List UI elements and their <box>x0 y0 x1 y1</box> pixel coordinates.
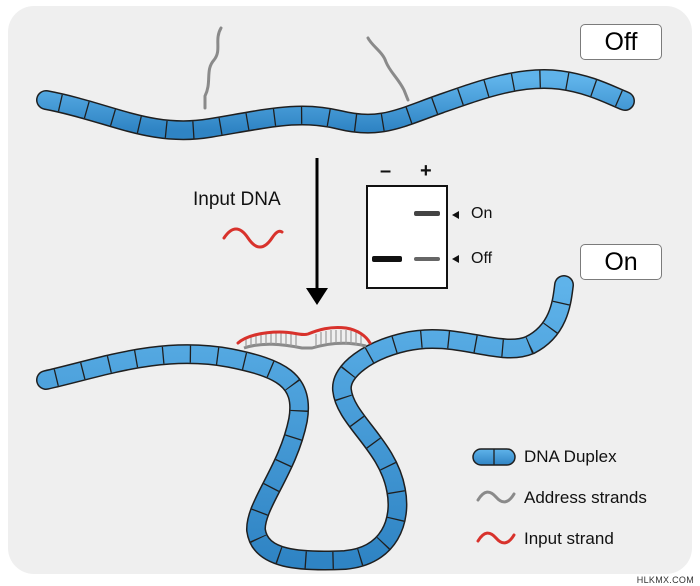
legend-label-address-strands: Address strands <box>524 488 647 507</box>
legend-label-input-strand: Input strand <box>524 529 614 548</box>
state-off-label: Off <box>580 24 662 60</box>
address-strand-icon <box>476 490 516 504</box>
hybrid-input-strand <box>236 326 372 345</box>
gel-lane-minus: – <box>380 160 392 182</box>
address-strand-left <box>203 26 223 110</box>
input-strand-icon <box>222 227 284 249</box>
arrowhead-off <box>452 255 459 263</box>
transition-arrow <box>306 158 328 305</box>
dna-duplex-on <box>36 275 574 571</box>
gel-label-off: Off <box>471 250 493 267</box>
state-on-label: On <box>580 244 662 280</box>
legend-label-dna-duplex: DNA Duplex <box>524 447 617 466</box>
gel-band-off-minus <box>372 256 402 262</box>
gel-label-on: On <box>471 205 493 222</box>
arrowhead-on <box>452 211 459 219</box>
address-strand-right <box>366 36 410 102</box>
watermark: HLKMX.COM <box>636 575 694 585</box>
diagram-panel <box>8 6 692 574</box>
input-dna-label: Input DNA <box>193 189 281 210</box>
gel-band-off-plus <box>414 257 440 261</box>
gel-lane-plus: + <box>420 160 432 182</box>
dna-duplex-off <box>36 69 635 141</box>
gel-band-on-plus <box>414 211 440 216</box>
gel-image <box>366 185 459 289</box>
input-strand-legend-icon <box>476 531 516 545</box>
dna-duplex-icon <box>472 448 516 466</box>
hybrid-address-strand <box>243 341 367 350</box>
hybridized-complex <box>236 326 372 350</box>
